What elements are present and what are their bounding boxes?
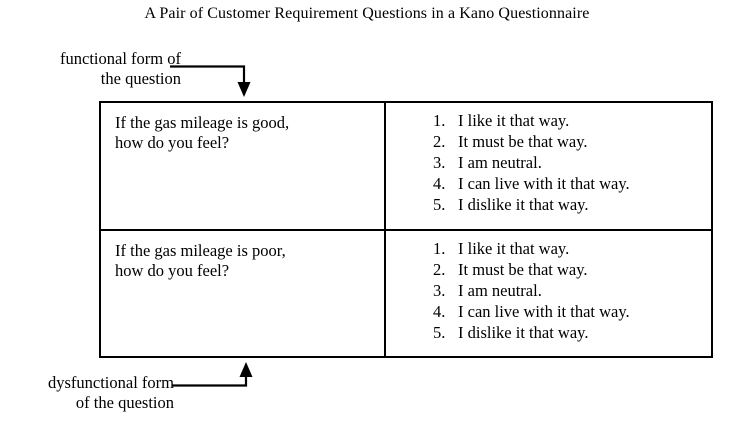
answer-number: 2.	[433, 260, 446, 279]
question-cell: If the gas mileage is good, how do you f…	[101, 103, 386, 229]
answer-option[interactable]: 5. I dislike it that way.	[386, 194, 711, 215]
answer-option[interactable]: 4. I can live with it that way.	[386, 173, 711, 194]
answer-list: 1. I like it that way. 2. It must be tha…	[386, 110, 711, 215]
answer-text: It must be that way.	[458, 260, 588, 279]
question-text-line2: how do you feel?	[115, 133, 230, 152]
answer-text: I am neutral.	[458, 153, 542, 172]
table-row: If the gas mileage is poor, how do you f…	[101, 229, 711, 356]
answer-option[interactable]: 1. I like it that way.	[386, 238, 711, 259]
functional-form-leader-arrow	[170, 65, 251, 97]
answer-list: 1. I like it that way. 2. It must be tha…	[386, 238, 711, 343]
answer-text: I dislike it that way.	[458, 323, 589, 342]
answer-number: 3.	[433, 153, 446, 172]
answer-number: 5.	[433, 323, 446, 342]
answer-option[interactable]: 5. I dislike it that way.	[386, 322, 711, 343]
functional-form-label-line2: the question	[100, 69, 181, 88]
answer-option[interactable]: 4. I can live with it that way.	[386, 301, 711, 322]
answer-option[interactable]: 3. I am neutral.	[386, 280, 711, 301]
dysfunctional-form-label-line2: of the question	[75, 393, 174, 412]
dysfunctional-form-label: dysfunctional form of the question	[4, 373, 174, 413]
question-text-line1: If the gas mileage is good,	[115, 113, 290, 132]
answer-text: I am neutral.	[458, 281, 542, 300]
answer-option[interactable]: 1. I like it that way.	[386, 110, 711, 131]
answer-option[interactable]: 2. It must be that way.	[386, 131, 711, 152]
question-cell: If the gas mileage is poor, how do you f…	[101, 231, 386, 356]
answer-number: 2.	[433, 132, 446, 151]
answer-text: I dislike it that way.	[458, 195, 589, 214]
arrowhead-up-icon	[239, 362, 253, 377]
answer-number: 1.	[433, 239, 446, 258]
kano-question-table: If the gas mileage is good, how do you f…	[99, 101, 713, 358]
answer-text: I can live with it that way.	[458, 302, 630, 321]
figure-title: A Pair of Customer Requirement Questions…	[144, 5, 590, 22]
answer-text: I like it that way.	[458, 111, 570, 130]
answers-cell: 1. I like it that way. 2. It must be tha…	[386, 231, 711, 356]
functional-form-label-line1: functional form of	[60, 49, 181, 68]
question-text-line2: how do you feel?	[115, 261, 230, 280]
arrowhead-down-icon	[237, 82, 251, 97]
answer-option[interactable]: 2. It must be that way.	[386, 259, 711, 280]
table-row: If the gas mileage is good, how do you f…	[101, 103, 711, 229]
answer-text: I can live with it that way.	[458, 174, 630, 193]
functional-form-label: functional form of the question	[6, 49, 181, 89]
answer-option[interactable]: 3. I am neutral.	[386, 152, 711, 173]
answer-text: I like it that way.	[458, 239, 570, 258]
answer-number: 1.	[433, 111, 446, 130]
dysfunctional-form-leader-arrow	[172, 362, 253, 387]
answer-text: It must be that way.	[458, 132, 588, 151]
dysfunctional-form-label-line1: dysfunctional form	[47, 373, 174, 392]
answer-number: 4.	[433, 302, 446, 321]
answer-number: 4.	[433, 174, 446, 193]
answer-number: 5.	[433, 195, 446, 214]
answers-cell: 1. I like it that way. 2. It must be tha…	[386, 103, 711, 229]
question-text-line1: If the gas mileage is poor,	[115, 241, 286, 260]
answer-number: 3.	[433, 281, 446, 300]
